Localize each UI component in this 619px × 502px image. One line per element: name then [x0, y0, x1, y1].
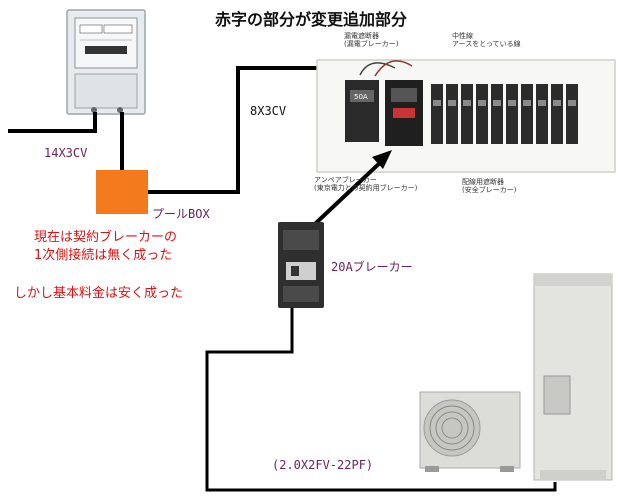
cable-service-label: 14X3CV [44, 146, 88, 160]
pullbox-to-panel-wire [148, 66, 340, 194]
breaker-20a [278, 222, 324, 308]
diagram-title: 赤字の部分が変更追加部分 [215, 10, 408, 29]
pull-box [96, 170, 148, 214]
water-heater-tank [533, 273, 613, 481]
panel-annotation-branch-breaker: 配線用遮断器 (安全ブレーカー) [462, 178, 517, 194]
pull-box-label: プールBOX [152, 207, 210, 221]
note-line-2: 1次側接続は無く成った [34, 248, 173, 263]
cable-heatpump-label: (2.0X2FV-22PF) [272, 458, 374, 472]
arrow-head-icon [372, 150, 392, 169]
breaker-20a-label: 20Aブレーカー [331, 260, 413, 274]
panel-annotation-neutral: 中性線 アースをとっている線 [452, 32, 521, 48]
cable-panel-label: 8X3CV [250, 104, 287, 118]
service-cable-wire [8, 112, 97, 133]
panel-annotation-earth-leakage: 漏電遮断器 (漏電ブレーカー) [344, 32, 399, 48]
note-line-1: 現在は契約ブレーカーの [34, 230, 178, 245]
panel-annotation-ampere-breaker: アンペアブレーカー (東京電力との契約用ブレーカー) [314, 176, 418, 192]
breaker-to-heatpump-wire [205, 308, 557, 492]
heat-pump-outdoor-unit [419, 391, 521, 472]
note-line-3: しかし基本料金は安く成った [14, 286, 184, 301]
panel-breaker-rating: 50A [354, 93, 368, 101]
electric-meter [66, 9, 146, 115]
distribution-panel [316, 59, 616, 173]
